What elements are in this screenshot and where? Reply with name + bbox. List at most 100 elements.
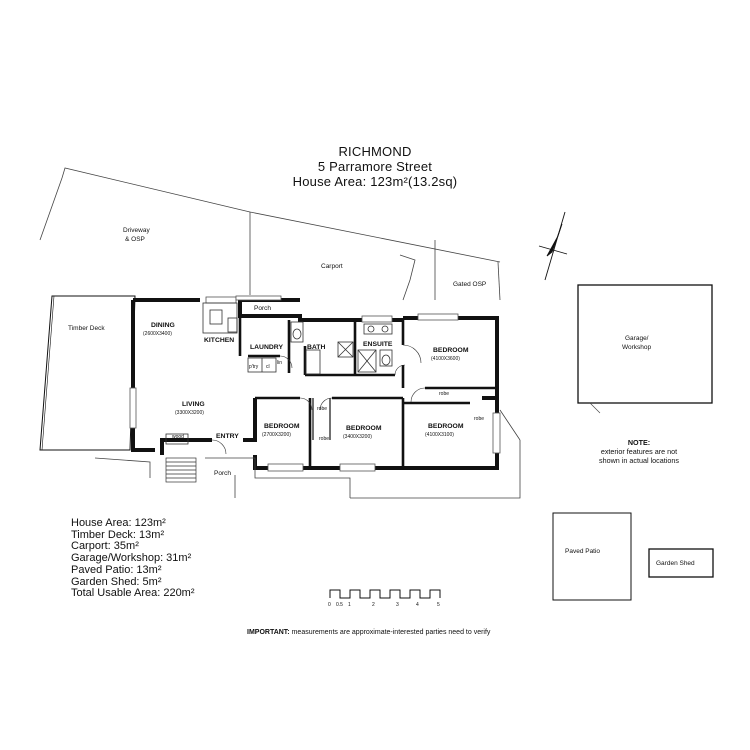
- bedroom3-dimensions: (3400X3200): [343, 434, 372, 440]
- paved-patio-label: Paved Patio: [565, 548, 600, 555]
- window-bedroom3: [339, 463, 376, 472]
- ensuite-shower: [357, 349, 377, 373]
- house-area-heading: House Area: 123m²(13.2sq): [292, 174, 458, 189]
- note-line-2: shown in actual locations: [599, 456, 679, 465]
- timber-deck-outline: [39, 295, 136, 451]
- area-line: Garden Shed: 5m²: [71, 575, 162, 588]
- entry-label: ENTRY: [216, 433, 239, 440]
- dining-label: DINING: [151, 322, 175, 329]
- toilet-icon: [292, 328, 302, 340]
- basin-icon-2: [381, 325, 389, 333]
- site-boundary: [39, 167, 521, 499]
- boundary-line-top: [61, 167, 501, 263]
- suburb-title: RICHMOND: [338, 144, 412, 159]
- wood-fire-label: wood: [172, 434, 184, 440]
- linen-label: lin: [277, 360, 282, 366]
- dining-dimensions: (2600X3400): [143, 331, 172, 337]
- bedroom4-label: BEDROOM: [428, 423, 464, 430]
- window-bedroom1: [417, 313, 459, 321]
- window-porch: [235, 295, 282, 301]
- living-label: LIVING: [182, 401, 205, 408]
- bedroom1-label: BEDROOM: [433, 347, 469, 354]
- robe3-label: robe: [317, 406, 327, 412]
- window-ensuite: [361, 315, 393, 323]
- entry-stairs: [165, 457, 197, 483]
- shower-icon: [337, 341, 354, 358]
- scale-tick: 1: [348, 602, 351, 608]
- scale-tick: 0: [328, 602, 331, 608]
- window-bedroom2: [267, 463, 304, 472]
- rear-edge-b: [350, 440, 521, 499]
- carport-label: Carport: [321, 263, 343, 270]
- robe2-label: robe: [474, 416, 484, 422]
- kitchen-sink-icon: [209, 309, 223, 325]
- window-living: [129, 387, 137, 429]
- living-dimensions: (3300X3200): [175, 410, 204, 416]
- area-line: Total Usable Area: 220m²: [71, 587, 195, 600]
- scale-ticks: 0 0.5 1 2 3 4 5: [328, 602, 440, 608]
- scale-tick: 3: [396, 602, 399, 608]
- disclaimer-bold: IMPORTANT:: [247, 629, 290, 636]
- garage-outline: [577, 284, 713, 404]
- scale-bar: [329, 589, 441, 599]
- fixtures: [165, 302, 393, 445]
- stove-icon: [227, 317, 238, 333]
- bath-label: BATH: [307, 344, 325, 351]
- area-line: Garage/Workshop: 31m²: [71, 552, 192, 565]
- carport-edge: [399, 254, 416, 301]
- bedroom1-dimensions: (4100X3600): [431, 356, 460, 362]
- windows: [129, 295, 501, 472]
- area-line: Carport: 35m²: [71, 540, 139, 553]
- area-line: Paved Patio: 13m²: [71, 563, 162, 576]
- timber-deck-label: Timber Deck: [68, 325, 105, 332]
- gated-osp-label: Gated OSP: [453, 281, 486, 288]
- disclaimer: IMPORTANT: measurements are approximate-…: [247, 629, 490, 636]
- wood-fire-icon: [165, 433, 189, 445]
- bedroom4-dimensions: (4100X3100): [425, 432, 454, 438]
- robe1-label: robe: [439, 391, 449, 397]
- boundary-line-right: [497, 261, 501, 301]
- robe4-label: robe: [319, 436, 329, 442]
- bath-vanity: [305, 349, 321, 375]
- window-bedroom4: [492, 412, 501, 454]
- street-address: 5 Parramore Street: [317, 159, 433, 174]
- bedroom2-label: BEDROOM: [264, 423, 300, 430]
- ensuite-toilet-icon: [381, 354, 391, 366]
- pantry-label: p'try: [249, 364, 259, 370]
- kitchen-label: KITCHEN: [204, 337, 234, 344]
- north-arrow-icon: [538, 211, 568, 281]
- ensuite-vanity: [363, 323, 393, 335]
- area-line: House Area: 123m²: [71, 517, 166, 529]
- exterior-note: NOTE: exterior features are not shown in…: [584, 438, 694, 465]
- title-block: RICHMOND 5 Parramore Street House Area: …: [250, 144, 500, 189]
- workshop-label: Workshop: [622, 344, 652, 351]
- scale-tick: 2: [372, 602, 375, 608]
- area-summary: House Area: 123m² Timber Deck: 13m² Carp…: [71, 517, 195, 600]
- porch-top-label: Porch: [254, 305, 271, 312]
- boundary-line-left: [39, 177, 63, 241]
- ensuite-label: ENSUITE: [363, 341, 393, 348]
- garden-shed-label: Garden Shed: [656, 560, 695, 567]
- porch-outline: [205, 457, 351, 498]
- basin-icon: [367, 325, 375, 333]
- osp-label: & OSP: [125, 236, 145, 243]
- porch-bottom-label: Porch: [214, 470, 231, 477]
- bedroom3-label: BEDROOM: [346, 425, 382, 432]
- ensuite-toilet-area: [379, 349, 393, 367]
- note-line-1: exterior features are not: [600, 447, 678, 456]
- interior-walls: [238, 316, 497, 470]
- paved-patio-outline: [552, 512, 632, 601]
- garden-shed-outline: [648, 548, 714, 578]
- laundry-label: LAUNDRY: [250, 344, 283, 351]
- cupboard-label: cl: [266, 364, 270, 370]
- rear-edge-a: [499, 409, 521, 441]
- scale-tick: 5: [437, 602, 440, 608]
- disclaimer-text: measurements are approximate-interested …: [289, 629, 491, 636]
- scale-tick: 4: [416, 602, 419, 608]
- stair-edge: [94, 457, 151, 478]
- note-heading: NOTE:: [627, 438, 651, 447]
- garage-label: Garage/: [625, 335, 649, 342]
- window-kitchen: [205, 296, 237, 304]
- area-line: Timber Deck: 13m²: [71, 528, 165, 541]
